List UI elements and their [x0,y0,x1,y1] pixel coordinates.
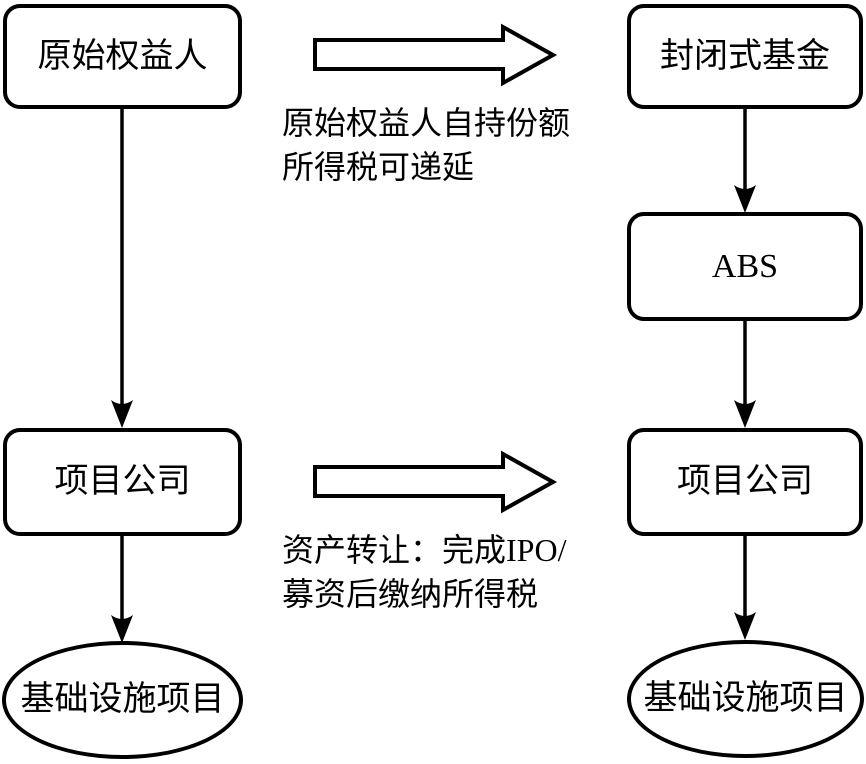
node-label: 原始权益人 [37,37,208,75]
annotation-line: 原始权益人自持份额 [282,105,571,141]
down-arrow-connector [734,108,756,213]
node-label: 项目公司 [54,463,191,500]
down-arrow-connector [111,536,133,643]
down-arrow-connector [111,108,133,428]
node-label: 项目公司 [677,463,813,500]
node-infrastructure-project-left: 基础设施项目 [2,641,243,759]
annotation-line: 募资后缴纳所得税 [282,576,539,612]
right-block-arrow-bottom [313,450,558,514]
annotation-asset-transfer: 资产转让：完成IPO/ 募资后缴纳所得税 [282,528,612,616]
right-block-arrow-top [313,23,558,87]
node-project-company-left: 项目公司 [3,428,242,536]
annotation-line: 资产转让：完成IPO/ [282,532,567,568]
node-label: 封闭式基金 [660,37,830,75]
node-closed-end-fund: 封闭式基金 [627,4,863,109]
annotation-tax-deferral: 原始权益人自持份额 所得税可递延 [282,101,612,189]
down-arrow-connector [734,536,756,640]
node-label: ABS [711,247,779,285]
node-abs: ABS [627,212,863,321]
node-label: 基础设施项目 [20,681,225,718]
down-arrow-connector [734,321,756,428]
node-original-equity-holder: 原始权益人 [3,4,242,109]
node-label: 基础设施项目 [643,680,848,717]
node-infrastructure-project-right: 基础设施项目 [627,640,864,758]
node-project-company-right: 项目公司 [627,428,863,536]
annotation-line: 所得税可递延 [282,149,475,185]
